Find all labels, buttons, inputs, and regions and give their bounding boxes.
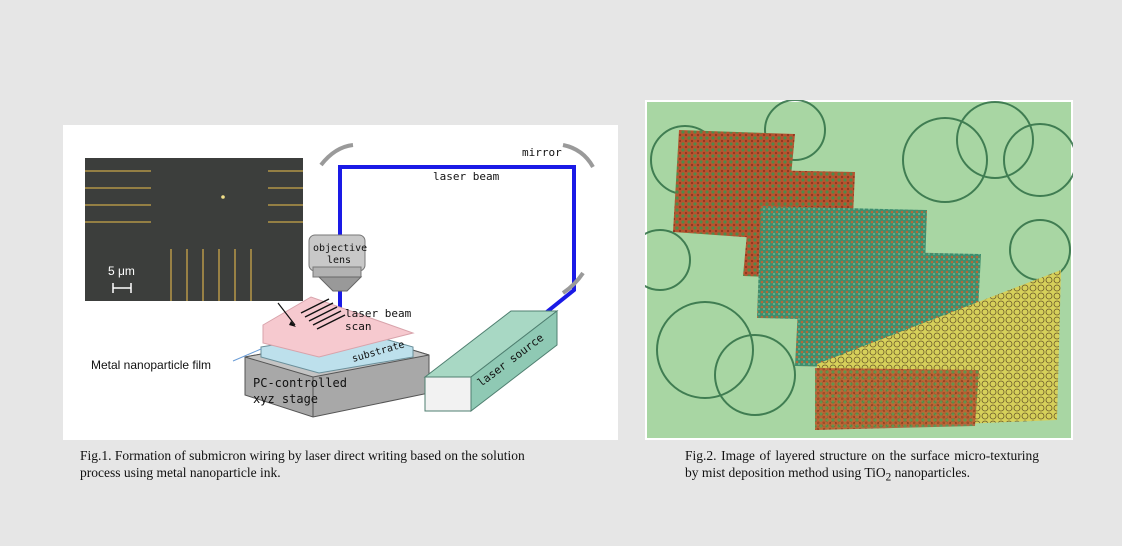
scale-bar [112, 283, 132, 293]
objective-label-line2: lens [327, 255, 351, 266]
scan-label-line2: scan [345, 320, 372, 333]
stage-label-line1: PC-controlled [253, 376, 347, 390]
scale-bar-label: 5 μm [108, 264, 135, 278]
figure-2-caption-tail: nanoparticles. [891, 465, 971, 480]
film-label: Metal nanoparticle film [91, 358, 211, 372]
mirror-lower [561, 271, 585, 295]
stage-label-line2: xyz stage [253, 392, 318, 406]
objective-lens: objective lens [308, 234, 367, 292]
mirror-right [562, 143, 595, 169]
figure-2-panel [629, 99, 1077, 440]
figure-1-caption: Fig.1. Formation of submicron wiring by … [80, 448, 525, 480]
figure-1-panel: 5 μm mirror laser beam objective lens [63, 125, 618, 440]
micrograph-inset: 5 μm [85, 158, 303, 301]
laser-beam-path [338, 165, 576, 317]
mirror-label: mirror [522, 146, 562, 159]
objective-label-line1: objective [313, 243, 367, 254]
figure-2-caption-subscript: 2 [885, 471, 892, 484]
laser-beam-label: laser beam [433, 170, 500, 183]
figure-2-caption-text: Fig.2. Image of layered structure on the… [685, 448, 1039, 480]
film-pointer [232, 348, 262, 362]
layer-6-tile [815, 368, 979, 430]
layered-structure-image [629, 99, 1077, 438]
scan-label-line1: laser beam [345, 307, 412, 320]
laser-writing-diagram: 5 μm mirror laser beam objective lens [85, 143, 595, 418]
laser-source: laser source [423, 309, 559, 413]
figure-2-caption: Fig.2. Image of layered structure on the… [685, 447, 1039, 487]
nanoparticle-film [262, 296, 415, 358]
mirror-left [319, 143, 354, 167]
